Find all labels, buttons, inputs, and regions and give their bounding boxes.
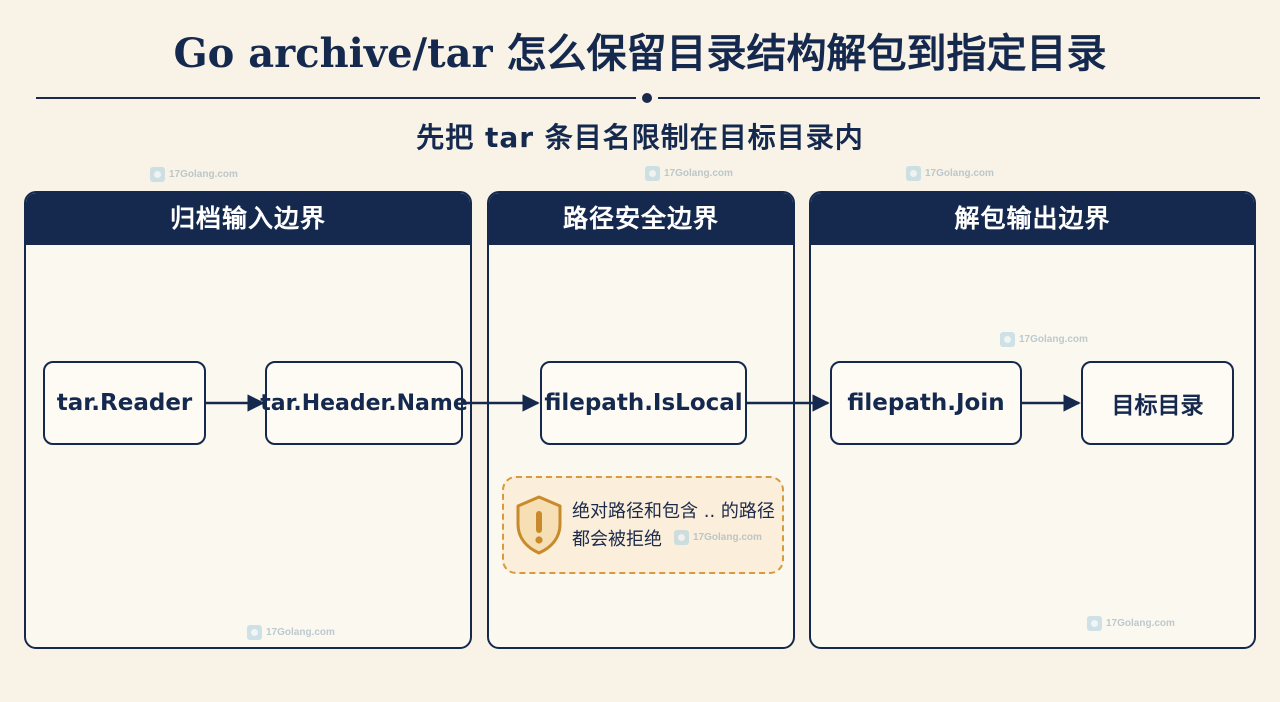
panel-archive-input-header: 归档输入边界 xyxy=(26,193,470,245)
title-divider-left xyxy=(36,97,636,99)
watermark-icon xyxy=(1087,616,1102,631)
warning-text: 绝对路径和包含 .. 的路径 都会被拒绝 xyxy=(572,498,782,554)
watermark-text: 17Golang.com xyxy=(169,169,238,180)
panel-extract-output-header: 解包输出边界 xyxy=(811,193,1254,245)
watermark-text: 17Golang.com xyxy=(693,532,762,543)
watermark-icon xyxy=(645,166,660,181)
panel-path-safety-header: 路径安全边界 xyxy=(489,193,793,245)
warning-line-1: 绝对路径和包含 .. 的路径 xyxy=(572,501,775,522)
node-filepath-islocal: filepath.IsLocal xyxy=(540,361,747,445)
diagram-title: Go archive/tar 怎么保留目录结构解包到指定目录 xyxy=(173,30,1107,77)
node-filepath-join: filepath.Join xyxy=(830,361,1022,445)
rejection-warning-note: 绝对路径和包含 .. 的路径 都会被拒绝 xyxy=(502,476,784,574)
diagram-subtitle: 先把 tar 条目名限制在目标目录内 xyxy=(416,121,864,154)
watermark-icon xyxy=(906,166,921,181)
watermark-logo: 17Golang.com xyxy=(150,167,238,182)
node-tar-header-name: tar.Header.Name xyxy=(260,361,468,445)
watermark-text: 17Golang.com xyxy=(925,168,994,179)
watermark-icon xyxy=(247,625,262,640)
warning-line-2: 都会被拒绝 xyxy=(572,529,662,550)
watermark-logo: 17Golang.com xyxy=(247,625,335,640)
node-tar-reader: tar.Reader xyxy=(43,361,206,445)
watermark-text: 17Golang.com xyxy=(664,168,733,179)
title-divider-dot xyxy=(642,93,652,103)
title-divider-right xyxy=(658,97,1260,99)
watermark-icon xyxy=(674,530,689,545)
watermark-logo: 17Golang.com xyxy=(1000,332,1088,347)
watermark-logo: 17Golang.com xyxy=(645,166,733,181)
watermark-logo: 17Golang.com xyxy=(674,530,762,545)
watermark-text: 17Golang.com xyxy=(1019,334,1088,345)
watermark-text: 17Golang.com xyxy=(266,627,335,638)
watermark-logo: 17Golang.com xyxy=(1087,616,1175,631)
node-target-directory: 目标目录 xyxy=(1081,361,1234,445)
watermark-icon xyxy=(150,167,165,182)
watermark-icon xyxy=(1000,332,1015,347)
watermark-logo: 17Golang.com xyxy=(906,166,994,181)
watermark-text: 17Golang.com xyxy=(1106,618,1175,629)
shield-exclamation-icon xyxy=(516,495,562,555)
